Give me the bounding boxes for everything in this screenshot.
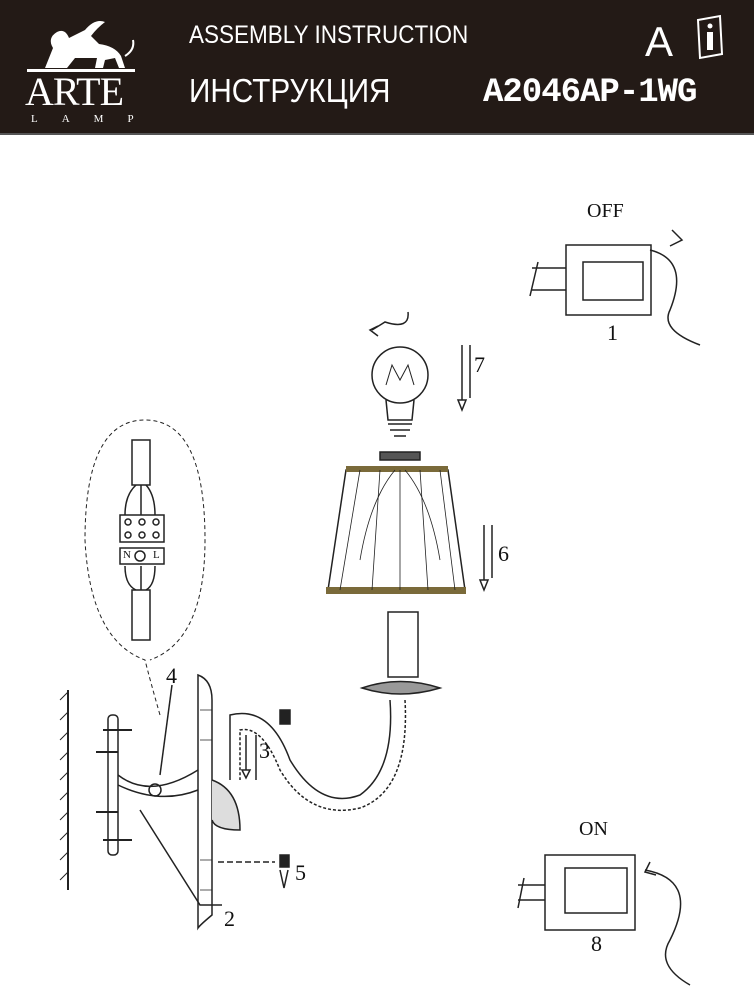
step-3-label: 3	[259, 738, 270, 763]
step-1-label: 1	[607, 320, 618, 345]
arrow-6-icon	[478, 525, 493, 593]
lampshade-illustration	[326, 466, 466, 594]
model-number: A2046AP-1WG	[483, 74, 697, 112]
arrow-3-icon	[240, 735, 257, 780]
terminal-block-illustration	[119, 439, 165, 641]
switch-off-illustration	[529, 229, 701, 346]
wall-plate-illustration	[59, 673, 290, 931]
class-letter: A	[645, 18, 674, 65]
book-info-icon	[696, 14, 724, 60]
terminal-live-label: L	[153, 549, 160, 561]
step-on-label: ON	[579, 818, 608, 840]
arrow-7-icon	[456, 345, 471, 413]
title-russian: ИНСТРУКЦИЯ	[189, 72, 391, 109]
title-english: ASSEMBLY INSTRUCTION	[189, 21, 469, 49]
wiring-callout	[84, 419, 206, 716]
step-6-label: 6	[498, 541, 509, 566]
step-5-label: 5	[295, 860, 306, 885]
terminal-neutral-label: N	[123, 549, 131, 561]
step-7-label: 7	[474, 352, 485, 377]
bulb-illustration	[368, 311, 429, 461]
step-2-label: 2	[224, 906, 235, 931]
step-4-label: 4	[166, 663, 177, 688]
header-banner: ARTE LAMP ASSEMBLY INSTRUCTION ИНСТРУКЦИ…	[0, 0, 754, 135]
switch-on-illustration	[517, 854, 691, 986]
griffin-logo-icon	[27, 21, 135, 72]
step-off-label: OFF	[587, 200, 624, 222]
step-8-label: 8	[591, 931, 602, 956]
lamp-arm-illustration	[229, 611, 443, 812]
brand-logo-subtext: LAMP	[31, 113, 158, 125]
brand-logo-text: ARTE	[25, 69, 124, 114]
